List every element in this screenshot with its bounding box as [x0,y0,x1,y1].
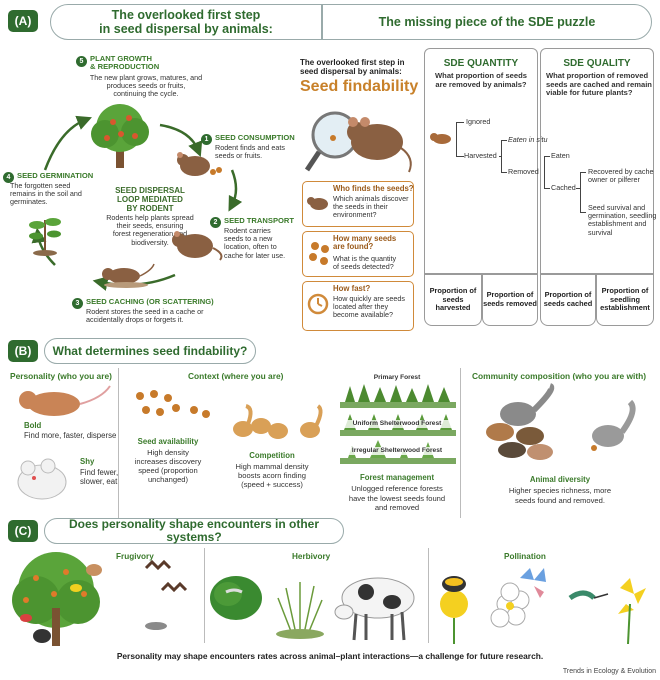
q3-title: How fast? [333,284,371,293]
bold-label: Bold [24,421,42,430]
seedling-icon [29,218,61,256]
step3-title: SEED CACHING (OR SCATTERING) [86,297,214,306]
step1-title: SEED CONSUMPTION [215,133,295,142]
bold-rat-icon [19,385,111,416]
bold-text: Find more, faster, disperse [24,431,117,440]
step2-number: 2 [210,217,221,228]
step5-title: PLANT GROWTH & REPRODUCTION [90,54,160,72]
box-seeds-harvested: Proportion of seeds harvested [424,274,482,326]
herbivory-label: Herbivory [292,552,331,561]
box-seeds-cached: Proportion of seeds cached [540,274,596,326]
community-header: Community composition (who you are with) [472,371,647,381]
panel-c-footer: Personality may shape encounters rates a… [116,651,544,661]
acorns-icon [136,390,210,418]
animal-diversity-icon [486,383,636,460]
journal-credit: Trends in Ecology & Evolution [562,668,656,675]
label-survival: Seed survival and germination, seedling … [588,203,657,237]
findability-card-many [302,231,414,277]
label-cached: Cached [551,183,576,192]
rodent-caching-icon [102,263,155,288]
sde-quantity-question: What proportion of seeds are removed by … [435,71,527,89]
sde-quality-title: SDE QUALITY [563,58,631,69]
personality-header: Personality (who you are) [10,371,112,381]
seeds-icon [309,242,329,265]
panel-b-title: What determines seed findability? [44,338,256,364]
panel-a-badge: (A) [8,10,38,32]
step1-text: Rodent finds and eats seeds or fruits. [215,143,285,161]
animal-diversity-text: Higher species richness, more seeds foun… [508,486,612,505]
mouse-icon [307,197,328,210]
label-eaten: Eaten [551,151,570,160]
clock-icon [307,293,329,315]
label-harvested: Harvested [464,151,497,160]
shy-mouse-icon [17,458,67,500]
chipmunk-icon [430,133,451,144]
step1-number: 1 [201,134,212,145]
shy-text: Find fewer, slower, eat [80,468,119,486]
forest-irregular-label: Irregular Shelterwood Forest [340,447,454,456]
sde-quality-box [540,48,654,274]
q2-title: How many seeds are found? [333,234,397,252]
loop-title: SEED DISPERSAL LOOP MEDIATED BY RODENT [115,186,185,213]
step4-title: SEED GERMINATION [17,171,94,180]
pollination-label: Pollination [504,552,546,561]
findability-title: Seed findability [300,78,419,95]
label-ignored: Ignored [466,117,491,126]
herbivory-illustration [210,576,415,641]
pollination-illustration [440,568,646,645]
magnifier-mouse-icon [304,111,412,173]
sde-quantity-box [424,48,538,274]
q2-text: What is the quantity of seeds detected? [333,254,397,272]
context-header: Context (where you are) [188,371,284,381]
competition-title: Competition [249,451,295,460]
panel-c-title: Does personality shape encounters in oth… [44,518,344,544]
animal-diversity-title: Animal diversity [529,475,591,484]
box-seedling-establishment: Proportion of seedling establishment [596,274,654,326]
sde-quality-question: What proportion of removed seeds are cac… [546,71,652,98]
box-seeds-removed: Proportion of seeds removed [482,274,538,326]
frugivory-label: Frugivory [116,552,154,561]
label-recovered: Recovered by cache owner or pilferer [588,167,654,185]
forest-mgmt-title: Forest management [359,473,435,482]
rodent-eating-icon [177,152,222,176]
step2-title: SEED TRANSPORT [224,216,295,225]
step3-text: Rodent stores the seed in a cache or acc… [86,307,204,325]
step3-number: 3 [72,298,83,309]
frugivory-illustration [12,552,188,646]
panel-a-header-left: The overlooked first step in seed disper… [50,4,322,40]
tree-illustration [91,104,149,168]
step4-text: The forgotten seed remains in the soil a… [10,181,82,207]
label-removed: Removed [508,167,539,176]
step2-text: Rodent carries seeds to a new location, … [224,226,286,260]
sde-quantity-title: SDE QUANTITY [443,58,519,69]
q1-text: Which animals discover the seeds in thei… [333,194,409,220]
q1-title: Who finds the seeds? [333,184,414,193]
competition-squirrels-icon [233,404,323,439]
step4-number: 4 [3,172,14,183]
q3-text: How quickly are seeds located after they… [333,294,405,320]
label-eaten-in-situ: Eaten in situ [508,135,548,144]
rodent-carrying-icon [172,231,223,261]
panel-c-badge: (C) [8,520,38,542]
forest-uniform-label: Uniform Shelterwood Forest [340,420,454,429]
forest-mgmt-text: Unlogged reference forests have the lowe… [348,484,446,513]
panel-a-header-right: The missing piece of the SDE puzzle [322,4,652,40]
competition-text: High mammal density boosts acorn finding… [235,462,309,489]
shy-label: Shy [80,457,95,466]
forest-primary-label: Primary Forest [373,374,421,381]
panel-b-badge: (B) [8,340,38,362]
cycle-arrows [31,115,243,291]
step5-number: 5 [76,56,87,67]
seed-availability-title: Seed availability [137,437,199,446]
step5-text: The new plant grows, matures, and produc… [89,73,203,99]
findability-intro: The overlooked first step in seed disper… [300,58,405,77]
seed-availability-text: High density increases discovery speed (… [134,448,202,484]
